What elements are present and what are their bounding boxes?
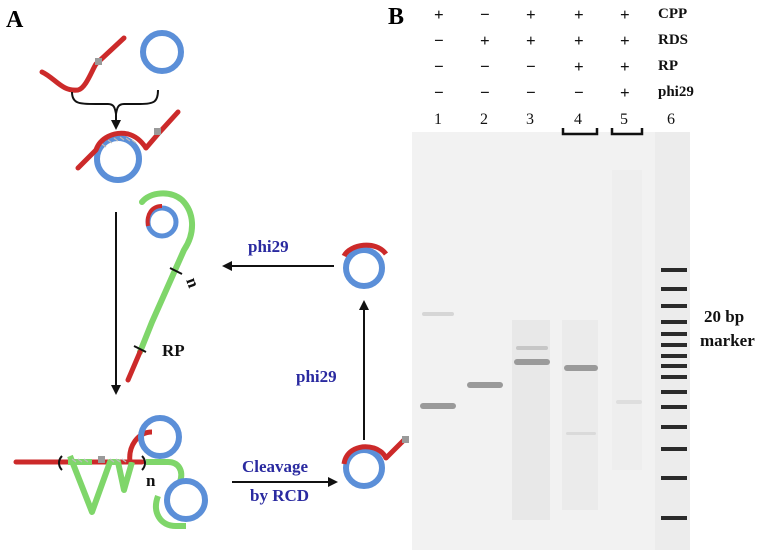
band-lane5-faint (616, 400, 642, 404)
gel-lane-5-smear (612, 170, 642, 470)
hybrid-complex-step2 (75, 109, 181, 183)
cleaved-product (341, 436, 409, 489)
linear-strand-step1 (39, 35, 127, 93)
sign-cpp-lane3: + (526, 5, 536, 24)
gel-lane-4-smear (562, 320, 598, 510)
sign-rds-lane1: − (434, 31, 444, 50)
gel-lane-6-bg (655, 132, 690, 550)
lane-number-1: 1 (434, 111, 442, 128)
primed-circle (341, 242, 389, 289)
band-lane1-faint (422, 312, 454, 316)
cleavage-label-line1: Cleavage (242, 457, 309, 476)
sign-rp-lane1: − (434, 57, 444, 76)
sign-rp-lane3: − (526, 57, 536, 76)
reagent-cpp: CPP (658, 6, 687, 22)
sign-rds-lane5: + (620, 31, 630, 50)
sign-phi29-lane3: − (526, 83, 536, 102)
lane-number-6: 6 (667, 111, 675, 128)
sign-phi29-lane1: − (434, 83, 444, 102)
phi29-label-top: phi29 (248, 237, 289, 256)
sign-phi29-lane5: + (620, 83, 630, 102)
band-lane1 (420, 403, 456, 409)
sign-cpp-lane5: + (620, 5, 630, 24)
sign-cpp-lane4: + (574, 5, 584, 24)
sign-cpp-lane2: − (480, 5, 490, 24)
band-lane2 (467, 382, 503, 388)
gel-lane-3-smear (512, 320, 550, 520)
lane-number-2: 2 (480, 111, 488, 128)
n-label-bottom: n (146, 471, 156, 490)
rolling-product-green (125, 190, 195, 383)
reagent-rp: RP (658, 58, 678, 74)
sign-rds-lane3: + (526, 31, 536, 50)
merge-brace (71, 89, 159, 115)
band-lane3-upper (516, 346, 548, 350)
cleavage-complex-step3 (13, 415, 208, 529)
panel-a-label: A (6, 7, 24, 33)
gel-image (412, 132, 690, 550)
lane-number-3: 3 (526, 111, 534, 128)
lane-number-4: 4 (574, 111, 582, 128)
reagent-phi29: phi29 (658, 84, 694, 100)
sign-rds-lane4: + (574, 31, 584, 50)
phi29-label-right: phi29 (296, 367, 337, 386)
panel-b-label: B (388, 4, 404, 30)
n-label-top: n (182, 275, 203, 291)
circle-template-step1 (140, 30, 184, 74)
sign-phi29-lane2: − (480, 83, 490, 102)
sign-rp-lane2: − (480, 57, 490, 76)
reagent-rds: RDS (658, 32, 688, 48)
sign-rp-lane5: + (620, 57, 630, 76)
cleavage-label-line2: by RCD (250, 486, 309, 505)
ladder-bands (661, 268, 687, 520)
well-5 (610, 128, 644, 136)
lane-number-5: 5 (620, 111, 628, 128)
marker-label-line1: 20 bp (704, 307, 744, 326)
band-lane3 (514, 359, 550, 365)
sign-rp-lane4: + (574, 57, 584, 76)
sign-rds-lane2: + (480, 31, 490, 50)
band-lane4-low (566, 432, 596, 435)
band-lane4 (564, 365, 598, 371)
well-4 (561, 128, 599, 136)
rp-label: RP (162, 341, 185, 360)
sign-phi29-lane4: − (574, 83, 584, 102)
marker-label-line2: marker (700, 331, 755, 350)
sign-cpp-lane1: + (434, 5, 444, 24)
